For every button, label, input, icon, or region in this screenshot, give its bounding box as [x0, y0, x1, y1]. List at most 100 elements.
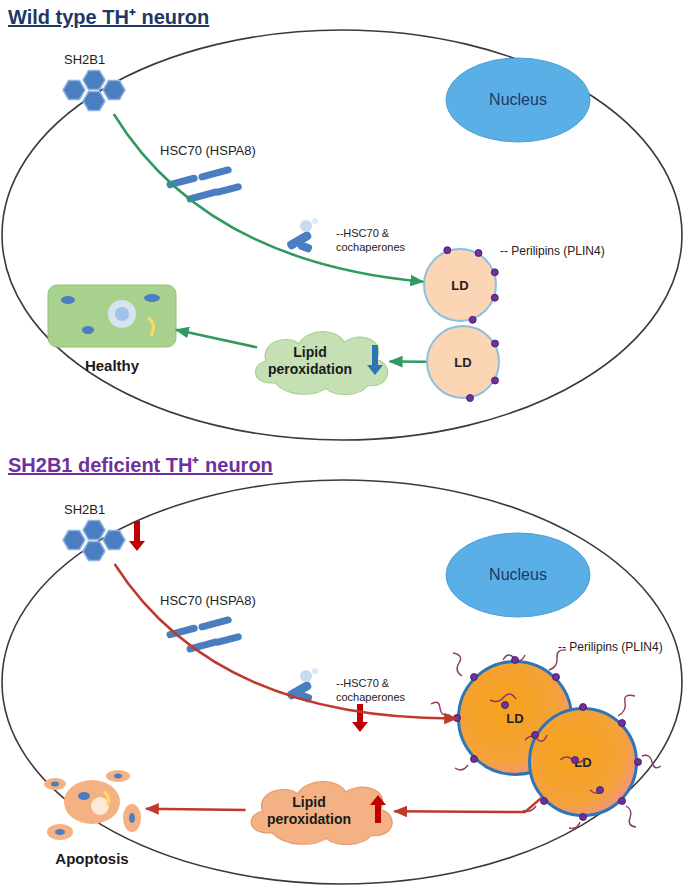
- nucleus-label: Nucleus: [446, 58, 590, 142]
- perilipin-strand: [523, 806, 536, 811]
- perilipin-strand: [455, 765, 468, 770]
- perilipin-dot: [491, 294, 498, 301]
- perilipin-dot: [471, 674, 478, 681]
- increase-arrow: [370, 795, 386, 823]
- complex-part: [286, 680, 313, 701]
- process-label: Lipid peroxidation: [245, 325, 395, 397]
- sh2b1-protein-icon: [63, 521, 125, 561]
- nuclear-fragment: [78, 792, 90, 800]
- flow-arrow: [115, 564, 457, 718]
- complex-part: [297, 691, 313, 703]
- annotation-label: -- Perilipins (PLIN4): [500, 244, 650, 259]
- perilipin-dot: [467, 395, 474, 402]
- perilipin-dot: [491, 269, 498, 276]
- process-label: Lipid peroxidation: [240, 775, 400, 847]
- hexagon: [63, 531, 85, 550]
- sh2b1-protein-icon: [63, 71, 125, 111]
- apoptotic-body: [64, 780, 120, 824]
- hexagon: [103, 81, 125, 100]
- flow-arrow: [114, 114, 423, 282]
- droplet-shape: [424, 249, 496, 321]
- perilipin-dots: [444, 247, 499, 402]
- neuron-panel: SH2B1 deficient TH⁺ neuronSH2B1NucleusLD…: [0, 448, 684, 886]
- annotation-label: HSC70 (HSPA8): [160, 593, 290, 609]
- lipid-droplet: LD: [528, 707, 638, 817]
- perilipin-strand: [490, 694, 516, 702]
- perilipin-strand: [453, 653, 462, 676]
- perilipin-dot: [492, 377, 499, 384]
- apoptotic-body: [44, 778, 66, 790]
- perilipin-dot: [619, 720, 626, 727]
- perilipin-strand: [618, 695, 635, 716]
- flow-arrow: [176, 330, 257, 348]
- perilipin-squiggles: [431, 650, 661, 829]
- lipid-droplet: LD: [423, 248, 497, 322]
- perilipin-dot: [553, 674, 560, 681]
- flow-arrow: [394, 798, 541, 812]
- nucleus-icon: [108, 300, 136, 328]
- node-outline: [48, 285, 176, 347]
- perilipin-dot: [471, 756, 478, 763]
- protein-label: SH2B1: [64, 52, 105, 67]
- decrease-arrow: [129, 521, 145, 551]
- nuclear-fragment: [55, 829, 65, 835]
- cell-membrane: [2, 480, 682, 884]
- chaperone-complex-icon: [286, 218, 318, 253]
- perilipin-strand: [626, 806, 636, 827]
- hsc70-bar: [186, 188, 221, 204]
- perilipin-strand: [569, 822, 580, 828]
- neuron-panel: Wild type TH⁺ neuronSH2B1 NucleusLDLD Lipi…: [0, 0, 684, 442]
- perilipin-dot: [492, 340, 499, 347]
- hexagon: [103, 531, 125, 550]
- nuclear-fragment: [51, 782, 59, 787]
- perilipin-dot: [532, 732, 539, 739]
- perilipin-dot: [619, 798, 626, 805]
- annotation-label: HSC70 (HSPA8): [160, 143, 290, 159]
- nucleus-shape: [446, 533, 590, 617]
- hsc70-bar: [186, 638, 221, 654]
- apoptotic-body: [47, 824, 73, 840]
- perilipin-dot: [475, 250, 482, 257]
- cell-membrane: [2, 30, 682, 440]
- perilipin-dot: [454, 715, 461, 722]
- apoptotic-body: [106, 770, 130, 782]
- perilipin-dot: [469, 316, 476, 323]
- droplet-label: LD: [426, 325, 500, 399]
- hsc70-bar: [214, 182, 243, 196]
- organelle: [82, 326, 94, 334]
- apoptotic-body: [123, 804, 141, 832]
- protein-node: SH2B1: [52, 500, 136, 564]
- chaperone-complex-icon: [286, 668, 318, 703]
- protein-label: SH2B1: [64, 502, 105, 517]
- droplet-shape: [427, 326, 499, 398]
- perilipin-strand: [560, 757, 585, 763]
- perilipin-dot: [597, 787, 604, 794]
- cell-icon: [48, 285, 176, 347]
- hexagon: [83, 521, 105, 540]
- hsc70-bar: [198, 616, 233, 632]
- panel-heading: Wild type TH⁺ neuron: [8, 3, 209, 30]
- annotation-label: -- Perilipins (PLIN4): [558, 640, 682, 655]
- hsc70-bar: [214, 632, 243, 646]
- complex-part: [297, 241, 313, 253]
- decrease-arrow: [367, 345, 383, 375]
- nuclear-fragment: [129, 813, 135, 823]
- apoptotic-cell-fragments: [44, 770, 141, 840]
- perilipin-strand: [503, 655, 525, 661]
- annotation-label: --HSC70 & cochaperones: [336, 226, 424, 254]
- nucleus-ellipse: Nucleus: [446, 58, 590, 142]
- nucleus-shape: [446, 58, 590, 142]
- organelle: [104, 792, 108, 806]
- perilipin-dot: [541, 798, 548, 805]
- cochaperone-sphere: [312, 668, 318, 674]
- process-cloud: Lipid peroxidation: [245, 325, 395, 397]
- hexagon: [83, 92, 105, 111]
- decrease-arrow: [352, 704, 368, 732]
- nucleolus-icon: [115, 307, 129, 321]
- cell-state: Healthy: [48, 285, 176, 347]
- perilipin-strand: [590, 790, 603, 793]
- droplet-label: LD: [528, 707, 638, 817]
- flow-arrow: [390, 360, 426, 363]
